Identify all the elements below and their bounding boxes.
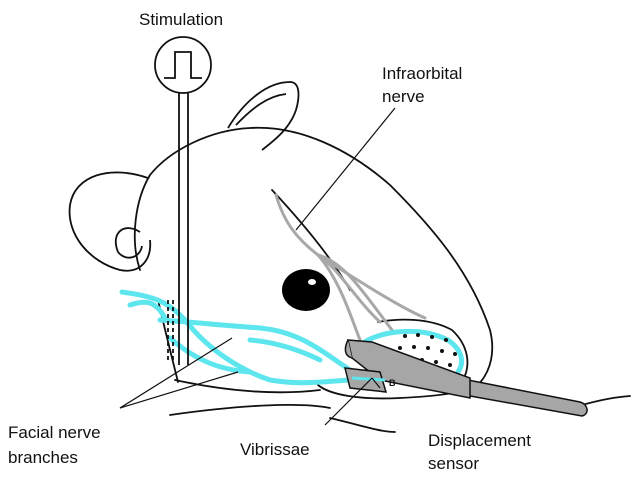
stimulation-label: Stimulation — [139, 10, 223, 29]
square-pulse-icon — [155, 37, 211, 93]
back-ear — [228, 82, 298, 150]
eye-highlight — [308, 279, 316, 285]
facial-nerve-label-line1: Facial nerve — [8, 423, 101, 442]
infraorbital-nerve — [276, 195, 425, 340]
facial-nerve-label-line2: branches — [8, 448, 78, 467]
eye — [282, 269, 330, 311]
displacement-sensor-label-line1: Displacement — [428, 431, 531, 450]
infraorbital-label-line2: nerve — [382, 87, 425, 106]
sensor-marker-b: B — [389, 378, 396, 388]
left-ear — [70, 172, 151, 270]
displacement-sensor-label-line2: sensor — [428, 454, 479, 473]
vibrissae-label: Vibrissae — [240, 440, 310, 459]
infraorbital-label-line1: Infraorbital — [382, 64, 462, 83]
